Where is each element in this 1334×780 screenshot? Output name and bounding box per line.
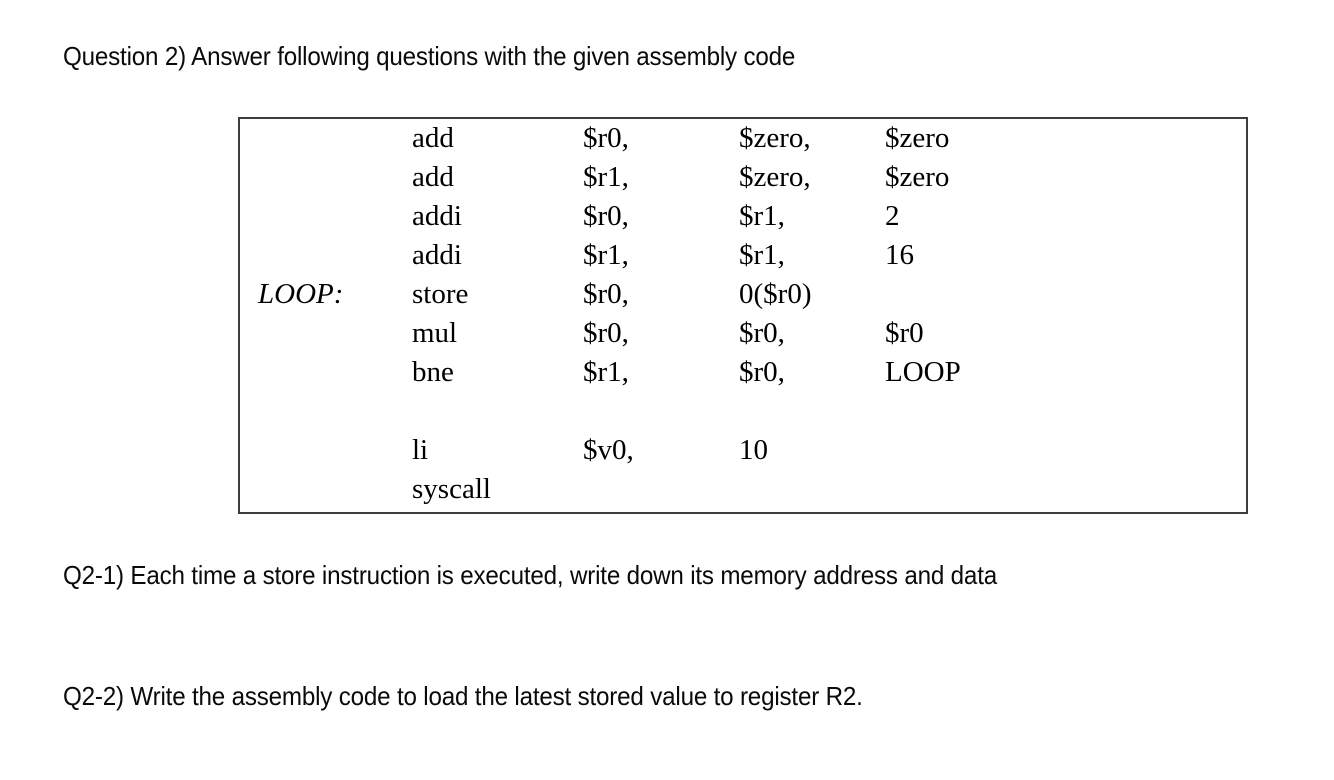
code-mnemonic: bne [412,356,454,388]
code-row: mul $r0, $r0, $r0 [240,314,1246,353]
code-row: addi $r0, $r1, 2 [240,197,1246,236]
code-operand-2: $r1, [739,200,785,232]
code-mnemonic: addi [412,200,462,232]
code-mnemonic: syscall [412,473,491,505]
code-row: li $v0, 10 [240,431,1246,470]
code-mnemonic: store [412,278,469,310]
code-operand-1: $v0, [583,434,634,466]
code-operand-1: $r1, [583,161,629,193]
sub-question-2: Q2-2) Write the assembly code to load th… [63,681,863,711]
code-operand-2: $r1, [739,239,785,271]
code-operand-3: 16 [885,239,914,271]
code-operand-2: $zero, [739,161,811,193]
assembly-code-block: add $r0, $zero, $zero add $r1, $zero, $z… [238,117,1248,514]
code-operand-1: $r0, [583,200,629,232]
assembly-code-listing: add $r0, $zero, $zero add $r1, $zero, $z… [240,119,1246,509]
code-row: add $r1, $zero, $zero [240,158,1246,197]
page-title: Question 2) Answer following questions w… [63,41,796,71]
code-row: bne $r1, $r0, LOOP [240,353,1246,392]
code-mnemonic: addi [412,239,462,271]
code-operand-3: $zero [885,122,950,154]
code-operand-2: 10 [739,434,768,466]
code-operand-1: $r0, [583,317,629,349]
code-mnemonic: add [412,122,454,154]
code-label-loop: LOOP: [258,278,344,310]
code-operand-1: $r0, [583,278,629,310]
code-row: syscall [240,470,1246,509]
code-operand-3: $r0 [885,317,924,349]
code-operand-1: $r0, [583,122,629,154]
code-row: addi $r1, $r1, 16 [240,236,1246,275]
code-operand-2: 0($r0) [739,278,812,310]
code-operand-3: $zero [885,161,950,193]
code-mnemonic: mul [412,317,458,349]
code-operand-3: LOOP [885,356,961,388]
code-mnemonic: add [412,161,454,193]
sub-question-1: Q2-1) Each time a store instruction is e… [63,560,997,590]
code-row: add $r0, $zero, $zero [240,119,1246,158]
code-row-blank [240,392,1246,431]
code-operand-1: $r1, [583,239,629,271]
code-operand-2: $zero, [739,122,811,154]
code-operand-1: $r1, [583,356,629,388]
code-operand-2: $r0, [739,317,785,349]
code-operand-2: $r0, [739,356,785,388]
code-operand-3: 2 [885,200,900,232]
code-row-loop-label: LOOP: store $r0, 0($r0) [240,275,1246,314]
code-mnemonic: li [412,434,429,466]
